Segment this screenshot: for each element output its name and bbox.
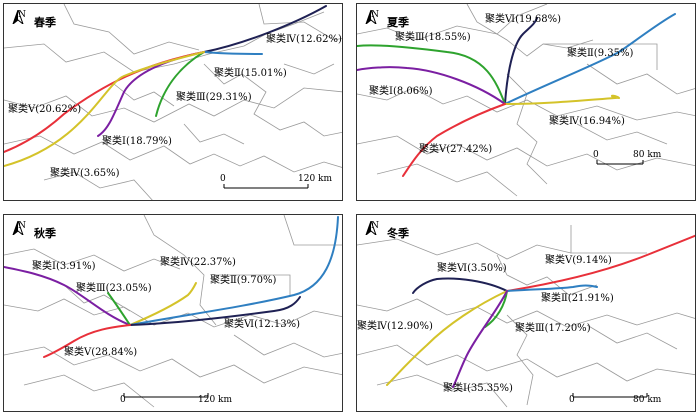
map-panel-winter: N 冬季 聚类Ⅴ(9.14%) 聚类Ⅵ(3.50%) 聚类Ⅱ(21.91%) 聚… <box>356 214 696 412</box>
cluster-label: 聚类Ⅱ(9.70%) <box>210 275 277 286</box>
autumn-track-iii <box>107 292 131 326</box>
cluster-label: 聚类Ⅳ(12.90%) <box>357 321 433 332</box>
autumn-track-vi <box>129 296 301 326</box>
winter-track-vi <box>412 277 508 294</box>
scale-zero: 0 <box>593 150 599 160</box>
winter-track-iii <box>484 290 508 328</box>
scale-max: 120 km <box>298 174 333 184</box>
winter-track-i <box>452 290 508 388</box>
cluster-label: 聚类Ⅴ(27.42%) <box>419 144 493 155</box>
scale-zero: 0 <box>120 395 126 405</box>
autumn-track-ii <box>129 216 339 326</box>
scale-zero: 0 <box>220 174 226 184</box>
cluster-label: 聚类Ⅲ(17.20%) <box>515 323 591 334</box>
scale-max: 120 km <box>198 395 233 405</box>
cluster-label: 聚类Ⅲ(23.05%) <box>76 283 152 294</box>
north-arrow-icon: N <box>12 10 32 24</box>
scale-max: 80 km <box>633 150 662 160</box>
cluster-label: 聚类Ⅰ(8.06%) <box>369 86 433 97</box>
cluster-label: 聚类Ⅴ(28.84%) <box>64 347 138 358</box>
north-letter: N <box>371 221 379 231</box>
autumn-track-i <box>4 266 131 326</box>
cluster-label: 聚类Ⅳ(16.94%) <box>549 116 625 127</box>
spring-tracks <box>4 5 327 167</box>
summer-track-i <box>357 66 506 105</box>
spring-track-iv-yellow <box>4 51 205 167</box>
summer-track-iv <box>504 94 620 105</box>
cluster-label: 聚类Ⅵ(3.50%) <box>437 263 507 274</box>
winter-track-v <box>506 234 695 292</box>
cluster-label: 聚类Ⅴ(20.62%) <box>8 104 82 115</box>
season-label: 冬季 <box>387 227 409 240</box>
season-label: 夏季 <box>387 16 409 29</box>
north-arrow-glyph <box>12 221 24 235</box>
winter-track-ii <box>506 284 598 292</box>
spring-track-iv-dark <box>203 5 327 53</box>
autumn-map-svg <box>4 215 342 408</box>
north-arrow-glyph <box>365 10 377 24</box>
summer-tracks <box>357 13 676 177</box>
north-arrow-icon: N <box>365 10 385 24</box>
cluster-label: 聚类Ⅵ(19.68%) <box>485 14 561 25</box>
winter-tracks <box>386 234 695 388</box>
summer-track-ii <box>504 13 676 105</box>
cluster-label: 聚类Ⅳ(22.37%) <box>160 257 236 268</box>
summer-track-v <box>402 103 506 177</box>
map-panel-spring: N 春季 聚类Ⅳ(12.62%) 聚类Ⅱ(15.01%) 聚类Ⅲ(29.31%)… <box>3 3 343 201</box>
scale-zero: 0 <box>569 395 575 405</box>
season-label: 秋季 <box>34 227 56 240</box>
north-arrow-glyph <box>12 10 24 24</box>
spring-track-ii <box>203 51 263 55</box>
autumn-boundaries <box>4 215 342 408</box>
cluster-label: 聚类Ⅱ(9.35%) <box>567 48 634 59</box>
winter-boundaries <box>357 225 695 408</box>
map-panel-autumn: N 秋季 聚类Ⅰ(3.91%) 聚类Ⅳ(22.37%) 聚类Ⅲ(23.05%) … <box>3 214 343 412</box>
map-panel-summer: N 夏季 聚类Ⅵ(19.68%) 聚类Ⅲ(18.55%) 聚类Ⅱ(9.35%) … <box>356 3 696 201</box>
cluster-label: 聚类Ⅵ(12.13%) <box>224 319 300 330</box>
season-label: 春季 <box>34 16 56 29</box>
north-letter: N <box>18 10 26 20</box>
winter-map-svg <box>357 225 695 408</box>
cluster-label: 聚类Ⅰ(18.79%) <box>102 136 172 147</box>
cluster-label: 聚类Ⅴ(9.14%) <box>545 255 612 266</box>
north-arrow-icon: N <box>12 221 32 235</box>
summer-track-iii <box>357 44 506 105</box>
north-arrow-icon: N <box>365 221 385 235</box>
autumn-tracks <box>4 216 339 358</box>
cluster-label: 聚类Ⅱ(21.91%) <box>541 293 614 304</box>
cluster-label: 聚类Ⅳ(12.62%) <box>266 34 342 45</box>
scale-max: 80 km <box>633 395 662 405</box>
winter-track-iv <box>386 290 508 386</box>
north-letter: N <box>371 10 379 20</box>
autumn-track-iv <box>129 282 197 326</box>
autumn-track-v <box>43 324 131 358</box>
summer-boundaries <box>357 4 695 197</box>
spring-track-iii <box>155 51 205 117</box>
north-letter: N <box>18 221 26 231</box>
summer-track-vi <box>504 17 538 105</box>
cluster-label: 聚类Ⅲ(29.31%) <box>176 92 252 103</box>
cluster-label: 聚类Ⅰ(3.91%) <box>32 261 96 272</box>
cluster-label: 聚类Ⅰ(35.35%) <box>443 383 513 394</box>
cluster-label: 聚类Ⅳ(3.65%) <box>50 168 120 179</box>
cluster-label: 聚类Ⅱ(15.01%) <box>214 68 287 79</box>
north-arrow-glyph <box>365 221 377 235</box>
cluster-label: 聚类Ⅲ(18.55%) <box>395 32 471 43</box>
summer-map-svg <box>357 4 695 197</box>
spring-map-svg <box>4 4 342 200</box>
